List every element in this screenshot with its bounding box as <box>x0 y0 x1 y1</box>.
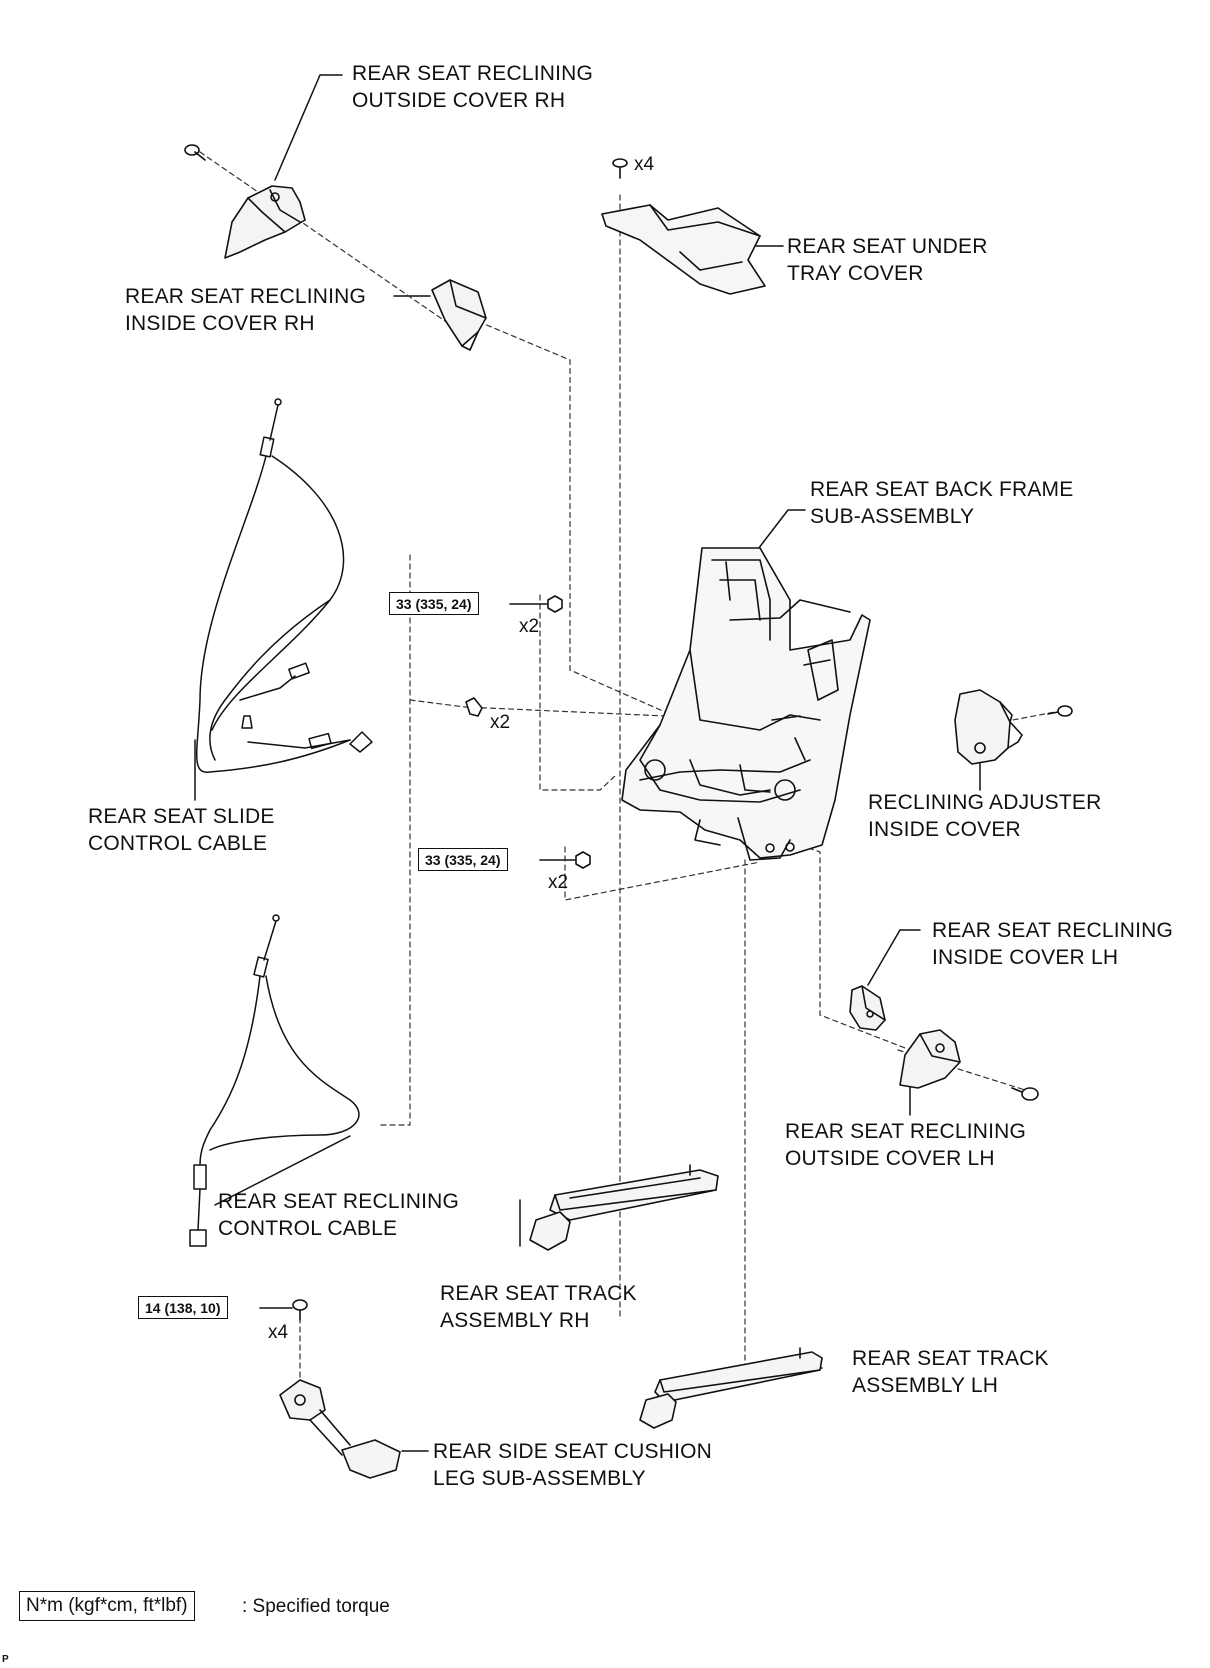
track-rh-part <box>529 1164 719 1251</box>
clip <box>465 697 483 717</box>
legend-torque-box: N*m (kgf*cm, ft*lbf) <box>19 1591 195 1621</box>
cushion-leg-part <box>279 1379 401 1479</box>
reclining-control-cable-part <box>189 914 360 1247</box>
label-reclining-control-cable: REAR SEAT RECLINING CONTROL CABLE <box>218 1190 460 1240</box>
label-inside-cover-lh: REAR SEAT RECLINING INSIDE COVER LH <box>932 919 1174 969</box>
under-tray-cover-part <box>601 204 766 295</box>
label-slide-control-cable: REAR SEAT SLIDE CONTROL CABLE <box>88 805 275 855</box>
corner-mark: P <box>2 1654 9 1665</box>
adjuster-inside-cover-part <box>954 689 1023 765</box>
screw-outside-cover-rh <box>184 144 206 161</box>
label-back-frame: REAR SEAT BACK FRAME SUB-ASSEMBLY <box>810 478 1074 528</box>
slide-control-cable-part <box>196 398 373 773</box>
label-track-lh: REAR SEAT TRACK ASSEMBLY LH <box>852 1347 1049 1397</box>
qty-upper-nuts: x2 <box>519 616 540 637</box>
assembly-dashed-lines <box>199 151 1056 1391</box>
legend-torque-text: : Specified torque <box>242 1596 390 1617</box>
tray-screw <box>612 158 628 179</box>
outside-cover-lh-part <box>899 1029 961 1089</box>
torque-leg-bolt: 14 (138, 10) <box>138 1296 228 1319</box>
label-outside-cover-lh: REAR SEAT RECLINING OUTSIDE COVER LH <box>785 1120 1027 1170</box>
track-lh-part <box>639 1347 823 1429</box>
upper-nut <box>509 595 563 613</box>
inside-cover-lh-part <box>849 985 886 1031</box>
qty-tray-screws: x4 <box>634 154 655 175</box>
label-inside-cover-rh: REAR SEAT RECLINING INSIDE COVER RH <box>125 285 367 335</box>
torque-lower-nut: 33 (335, 24) <box>418 848 508 871</box>
label-under-tray-cover: REAR SEAT UNDER TRAY COVER <box>787 235 988 285</box>
label-outside-cover-rh: REAR SEAT RECLINING OUTSIDE COVER RH <box>352 62 594 112</box>
back-frame-part <box>621 547 871 861</box>
leg-bolt <box>292 1299 308 1321</box>
inside-cover-rh-part <box>431 279 487 351</box>
label-adjuster-inside-cover: RECLINING ADJUSTER INSIDE COVER <box>868 791 1102 841</box>
screw-adjuster-cover <box>1047 705 1073 717</box>
label-track-rh: REAR SEAT TRACK ASSEMBLY RH <box>440 1282 637 1332</box>
outside-cover-rh-part <box>224 185 306 259</box>
label-cushion-leg: REAR SIDE SEAT CUSHION LEG SUB-ASSEMBLY <box>433 1440 713 1490</box>
screw-outside-cover-lh <box>1011 1087 1039 1101</box>
qty-lower-nuts: x2 <box>548 872 569 893</box>
qty-leg-bolts: x4 <box>268 1322 289 1343</box>
qty-clips: x2 <box>490 712 511 733</box>
lower-nut <box>539 851 591 869</box>
torque-upper-nut: 33 (335, 24) <box>389 592 479 615</box>
